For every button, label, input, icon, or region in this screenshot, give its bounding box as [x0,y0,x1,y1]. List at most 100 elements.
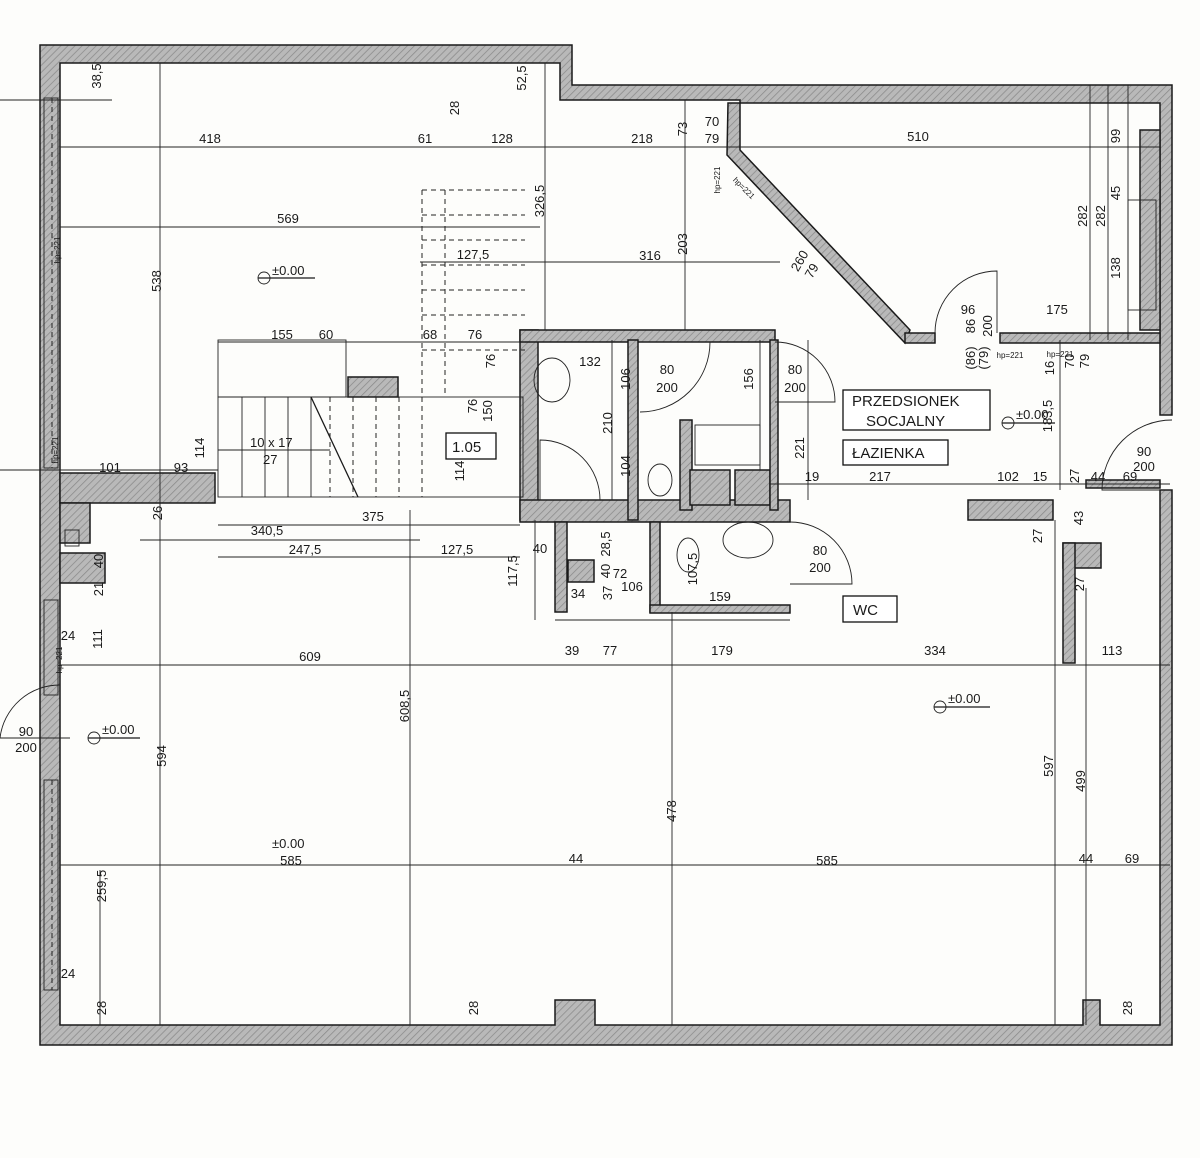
dimension-label: 99 [1108,129,1123,143]
dimension-label: 101 [99,460,121,475]
dimension-label: 27 [1030,529,1045,543]
dimension-label: 375 [362,509,384,524]
dimension-label: 44 [1079,851,1093,866]
dimension-label: 60 [319,327,333,342]
dimension-label: 90 [19,724,33,739]
dimension-label: 200 [1133,459,1155,474]
toilet-icon [676,537,700,573]
dimension-label: 114 [192,438,207,459]
dimension-label: 21 [91,582,106,596]
room-label-przedsionek: PRZEDSIONEK [852,393,960,410]
dimension-label: 282 [1093,205,1108,227]
dimension-label: 594 [154,745,169,767]
dimension-label: 334 [924,643,946,658]
dimension-label: 80 [660,362,674,377]
sink-icon [694,424,761,466]
dimension-label: 76 [483,354,498,368]
dimension-label: 77 [603,643,617,658]
level-label: ±0.00 [272,263,304,278]
dimension-label: 26 [150,506,165,520]
staircase [217,189,525,498]
dimension-label: 499 [1073,770,1088,792]
dimension-label: 38,5 [89,63,104,88]
dimension-label: 597 [1041,755,1056,777]
dimension-label: 247,5 [289,542,322,557]
dimension-label: 106 [621,579,643,594]
windows [43,97,1157,991]
dimension-label: 43 [1071,511,1086,525]
dimension-label: 159 [709,589,731,604]
dimension-label: 79 [1077,354,1092,368]
stair-spec: 10 x 17 [250,435,293,450]
dimension-label: 27 [1072,577,1087,591]
dimension-label: 210 [600,412,615,434]
dimension-label: 40 [533,541,547,556]
dimension-label: 127,5 [441,542,474,557]
dimension-label: 585 [816,853,838,868]
dimension-label: 28 [447,101,462,115]
dimension-label: 28 [1120,1001,1135,1015]
dimension-label: 34 [571,586,585,601]
headroom-label: hp=221 [53,236,62,263]
room-label-box [842,439,949,466]
dimension-label: 40 [91,554,106,568]
dimension-label: 106 [618,368,633,390]
dimension-label: 69 [1125,851,1139,866]
dimension-label: 61 [418,131,432,146]
dimension-label: 175 [1046,302,1068,317]
doors [0,270,1173,739]
dimension-label: 79 [801,261,821,281]
dimension-label: 44 [569,851,583,866]
dimension-label: 418 [199,131,221,146]
dimension-label: 113 [1102,643,1123,658]
dimension-label: 183,5 [1040,400,1055,433]
dimension-label: 39 [565,643,579,658]
washbasin-icon [533,357,571,403]
dimension-label: 37 [600,586,615,600]
dimension-label: 128 [491,131,513,146]
dimension-label: 68 [423,327,437,342]
dimension-label: 155 [271,327,293,342]
dimension-label: 24 [61,966,75,981]
headroom-label: hp=221 [1047,350,1074,359]
dimension-label: 96 [961,302,975,317]
dimension-label: 150 [480,400,495,422]
dimension-label: 282 [1075,205,1090,227]
dimension-label: 138 [1108,257,1123,279]
dimension-label: 203 [675,233,690,255]
headroom-label: hp=221 [713,166,722,193]
dimension-label: 200 [15,740,37,755]
outer-walls [39,44,1173,1046]
dimension-label: 510 [907,129,929,144]
room-label-lazienka: ŁAZIENKA [852,445,925,462]
dimension-label: 585 [280,853,302,868]
dimension-label: 132 [579,354,601,369]
dimension-label: 70 [705,114,719,129]
dimension-label: 24 [61,628,75,643]
dimension-label: 28,5 [598,531,613,556]
dimension-label: 69 [1123,469,1137,484]
dimension-label: 16 [1042,361,1057,375]
dimension-label: 326,5 [532,185,547,218]
dimension-label: 93 [174,460,188,475]
shower-icon [539,439,601,501]
dimension-label: 80 [788,362,802,377]
dimension-label: 259,5 [94,870,109,903]
dimension-label: 114 [452,461,467,482]
dimension-label: 156 [741,368,756,390]
dimension-label: 200 [980,315,995,337]
dimension-label: 340,5 [251,523,284,538]
dimension-label: 90 [1137,444,1151,459]
level-label: ±0.00 [102,722,134,737]
dimension-label: 73 [675,122,690,136]
dimension-label: 107,5 [685,553,700,586]
dimension-label: 179 [711,643,733,658]
room-label-socjalny: SOCJALNY [866,413,945,430]
dimension-label: 28 [94,1001,109,1015]
dimension-label: 218 [631,131,653,146]
dimension-label: 111 [90,629,105,649]
headroom-label: hp=221 [51,436,60,463]
dimension-label: 127,5 [457,247,490,262]
stair-spec: 27 [263,452,277,467]
